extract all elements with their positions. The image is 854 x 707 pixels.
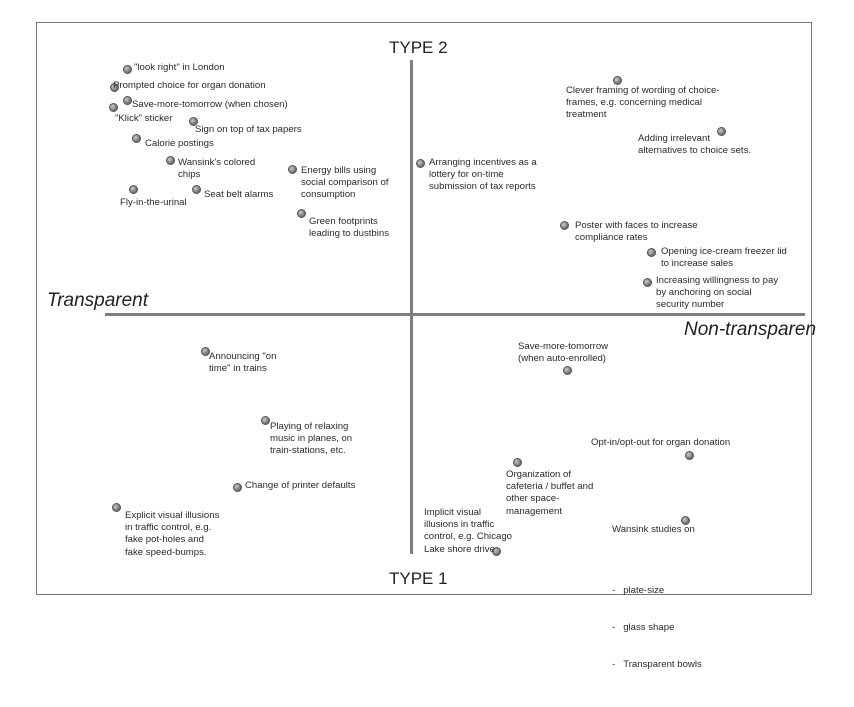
item-label-green-footprints: Green footprints leading to dustbins bbox=[309, 216, 390, 240]
list-item: plate-size bbox=[612, 585, 702, 597]
item-label-announcing-on-time: Announcing "on time" in trains bbox=[209, 351, 277, 375]
item-marker bbox=[416, 159, 425, 168]
item-marker bbox=[109, 103, 118, 112]
axis-label-left: Transparent bbox=[47, 290, 149, 311]
item-label-opt-in-out: Opt-in/opt-out for organ donation bbox=[591, 437, 731, 448]
item-marker bbox=[112, 503, 121, 512]
item-label-cafeteria: Organization of cafeteria / buffet and o… bbox=[506, 469, 594, 517]
item-label-printer-defaults: Change of printer defaults bbox=[245, 480, 356, 491]
item-marker bbox=[201, 347, 210, 356]
item-marker bbox=[110, 83, 119, 92]
item-label-calorie-postings: Calorie postings bbox=[145, 138, 214, 149]
item-label-smt-auto: Save-more-tomorrow (when auto-enrolled) bbox=[518, 341, 609, 365]
item-label-relaxing-music: Playing of relaxing music in planes, on … bbox=[270, 421, 353, 457]
item-label-fly-in-urinal: Fly-in-the-urinal bbox=[120, 197, 187, 208]
item-label-prompted-choice: Prompted choice for organ donation bbox=[113, 80, 266, 91]
item-marker bbox=[123, 65, 132, 74]
item-marker bbox=[643, 278, 652, 287]
item-label-energy-bills: Energy bills using social comparison of … bbox=[301, 165, 389, 201]
item-marker bbox=[560, 221, 569, 230]
item-marker bbox=[647, 248, 656, 257]
item-marker bbox=[233, 483, 242, 492]
item-marker bbox=[129, 185, 138, 194]
item-label-irrelevant-alternatives: Adding irrelevant alternatives to choice… bbox=[638, 133, 752, 157]
item-label-implicit-illusions: Implicit visual illusions in traffic con… bbox=[424, 507, 512, 555]
axis-label-bottom: TYPE 1 bbox=[389, 569, 448, 588]
item-marker bbox=[513, 458, 522, 467]
item-marker bbox=[192, 185, 201, 194]
item-label-look-right: "look right" in London bbox=[134, 62, 225, 73]
list-item: glass shape bbox=[612, 622, 702, 634]
axis-label-right: Non-transparen bbox=[684, 319, 817, 340]
item-label-poster-faces: Poster with faces to increase compliance… bbox=[575, 220, 698, 244]
item-label-seat-belt: Seat belt alarms bbox=[204, 189, 274, 200]
item-label-explicit-illusions: Explicit visual illusions in traffic con… bbox=[125, 510, 220, 558]
diagram-frame bbox=[36, 22, 812, 595]
item-marker bbox=[189, 117, 198, 126]
item-marker bbox=[681, 516, 690, 525]
wansink-studies-list: plate-size glass shape Transparent bowls bbox=[612, 561, 702, 695]
item-marker bbox=[123, 96, 132, 105]
item-marker bbox=[563, 366, 572, 375]
vertical-axis bbox=[410, 60, 413, 554]
item-label-clever-framing: Clever framing of wording of choice- fra… bbox=[566, 85, 720, 121]
item-label-sign-on-top: Sign on top of tax papers bbox=[195, 124, 302, 135]
item-label-lottery-incentives: Arranging incentives as a lottery for on… bbox=[429, 157, 537, 193]
item-label-smt-chosen: Save-more-tomorrow (when chosen) bbox=[132, 99, 288, 110]
item-marker bbox=[717, 127, 726, 136]
horizontal-axis bbox=[105, 313, 805, 316]
item-marker bbox=[261, 416, 270, 425]
item-marker bbox=[492, 547, 501, 556]
item-label-wansink-studies: Wansink studies on plate-size glass shap… bbox=[612, 500, 702, 707]
item-label-wansink-chips: Wansink's colored chips bbox=[178, 157, 256, 181]
item-marker bbox=[297, 209, 306, 218]
item-marker bbox=[166, 156, 175, 165]
item-label-ice-cream-lid: Opening ice-cream freezer lid to increas… bbox=[661, 246, 787, 270]
axis-label-top: TYPE 2 bbox=[389, 38, 448, 57]
item-label-anchoring-ssn: Increasing willingness to pay by anchori… bbox=[656, 275, 779, 311]
item-label-klick-sticker: "Klick" sticker bbox=[115, 113, 173, 124]
item-marker bbox=[613, 76, 622, 85]
wansink-studies-heading: Wansink studies on bbox=[612, 524, 695, 536]
item-marker bbox=[685, 451, 694, 460]
item-marker bbox=[288, 165, 297, 174]
item-marker bbox=[132, 134, 141, 143]
list-item: Transparent bowls bbox=[612, 659, 702, 671]
